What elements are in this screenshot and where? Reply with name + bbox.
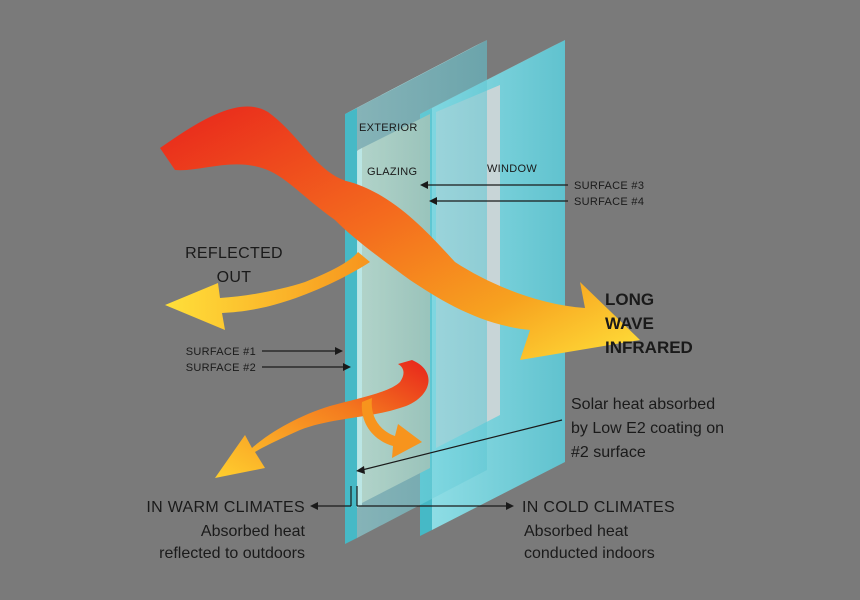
- cold-climate-title: IN COLD CLIMATES: [522, 499, 675, 516]
- cold-climate-line-2: conducted indoors: [524, 545, 655, 562]
- glazing-label: GLAZING: [367, 166, 417, 178]
- long-wave-line-1: LONG: [605, 290, 654, 309]
- main-heat-arrow: [160, 106, 640, 361]
- surface-4-label: SURFACE #4: [574, 196, 644, 208]
- warm-climate-heat-arrow: [215, 360, 429, 478]
- surface-1-label: SURFACE #1: [186, 346, 256, 358]
- cold-climate-line-1: Absorbed heat: [524, 523, 629, 540]
- solar-heat-line-1: Solar heat absorbed: [571, 396, 715, 413]
- warm-climate-line-1: Absorbed heat: [201, 523, 306, 540]
- exterior-glass-pane: [345, 40, 487, 544]
- warm-climate-line-2: reflected to outdoors: [159, 545, 305, 562]
- window-label: WINDOW: [487, 163, 537, 175]
- reflected-out-line-1: REFLECTED: [185, 245, 283, 262]
- solar-heat-line-3: #2 surface: [571, 444, 646, 461]
- solar-heat-pointer: [361, 419, 563, 471]
- reflected-out-line-2: OUT: [217, 269, 252, 286]
- solar-heat-line-2: by Low E2 coating on: [571, 420, 724, 437]
- cold-climate-heat-arrow: [361, 398, 422, 458]
- long-wave-line-3: INFRARED: [605, 338, 693, 357]
- warm-climate-title: IN WARM CLIMATES: [146, 499, 305, 516]
- surface-3-label: SURFACE #3: [574, 180, 644, 192]
- reflected-out-arrow: [165, 252, 370, 330]
- surface-2-label: SURFACE #2: [186, 362, 256, 374]
- long-wave-line-2: WAVE: [605, 314, 654, 333]
- exterior-label: EXTERIOR: [359, 122, 418, 134]
